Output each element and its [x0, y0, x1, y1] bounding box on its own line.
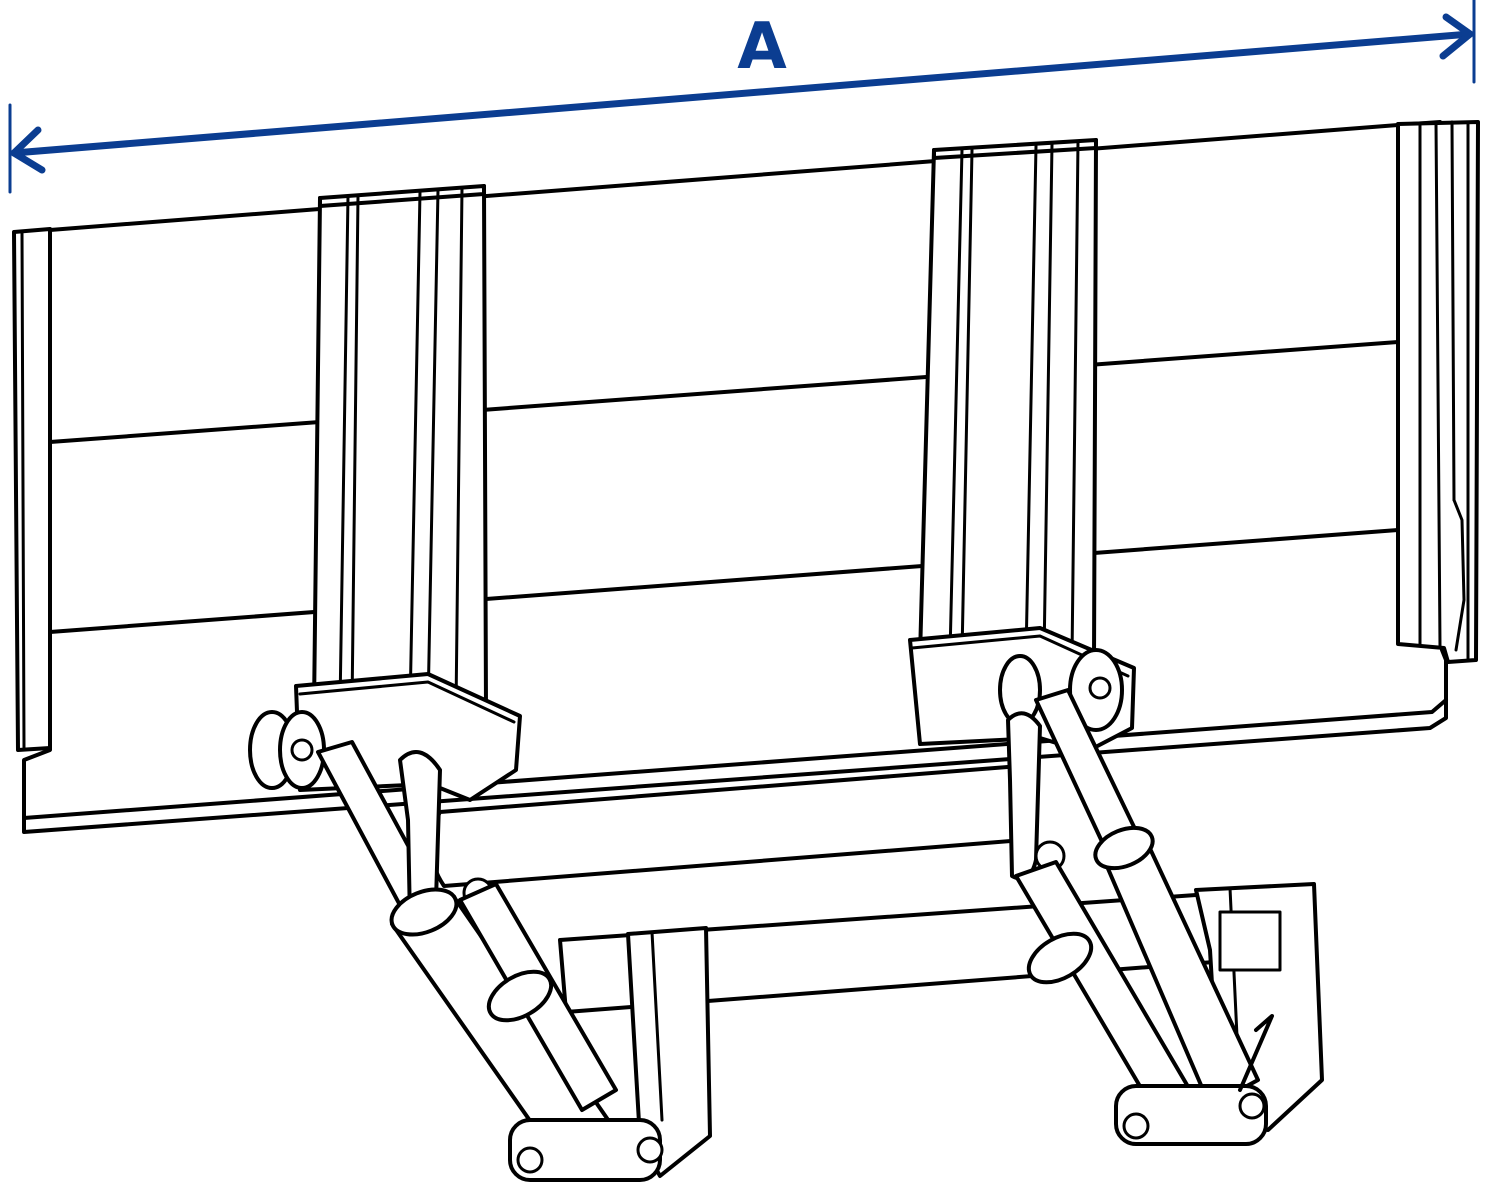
left-upright-line-1 — [338, 194, 350, 708]
right-upright-line-2 — [960, 148, 974, 656]
left-rod-collar — [486, 969, 554, 1023]
right-pivot-pin — [1088, 676, 1112, 700]
right-upright-line-4 — [1042, 142, 1054, 658]
left-upright-line-2 — [350, 194, 360, 708]
bucket-right-side-notch — [1452, 498, 1466, 652]
right-latch-hook — [1238, 1014, 1274, 1092]
dimension-arrow-right — [1439, 13, 1474, 60]
right-bottom-pin-2 — [1238, 1092, 1266, 1120]
bucket — [12, 120, 1480, 834]
dimension-arrow-left — [10, 126, 46, 174]
left-upright-line-5 — [454, 186, 464, 710]
right-bottom-clevis — [1114, 1084, 1268, 1146]
right-upright-cap — [932, 138, 1098, 160]
right-upright-line-3 — [1024, 144, 1038, 658]
left-bottom-pin-2 — [636, 1136, 664, 1164]
bucket-panel-line-2 — [48, 528, 1400, 634]
left-frame-plate — [626, 926, 712, 1178]
dimension-line — [10, 30, 1474, 157]
right-rod-collar — [1026, 931, 1094, 985]
bucket-left-side-edge — [20, 230, 26, 750]
bucket-right-side-line-3 — [1450, 120, 1456, 502]
right-upright-line-1 — [948, 148, 964, 656]
left-upright-line-3 — [408, 190, 422, 710]
rear-frame-slot — [1218, 910, 1282, 972]
left-linkage — [248, 710, 664, 1182]
right-upright-line-5 — [1070, 140, 1080, 660]
left-frame-plate-line — [650, 930, 664, 1122]
bucket-right-side-line-2 — [1434, 120, 1442, 648]
left-cylinder-end — [389, 887, 459, 937]
dimension-a: A — [8, 0, 1476, 194]
left-pivot-pin — [290, 738, 314, 762]
left-mount-bracket-top — [298, 680, 516, 724]
right-bottom-pin-1 — [1122, 1112, 1150, 1140]
right-linkage — [998, 648, 1274, 1146]
left-bottom-pin-1 — [516, 1146, 544, 1174]
bucket-left-side-plate — [12, 227, 52, 752]
bucket-panel-line-1 — [48, 340, 1400, 444]
left-upright-cap — [318, 184, 486, 208]
right-cylinder-end — [1093, 825, 1155, 871]
right-upright-channel — [918, 138, 1098, 662]
left-upright-line-4 — [426, 188, 440, 710]
dimension-label: A — [737, 10, 787, 84]
